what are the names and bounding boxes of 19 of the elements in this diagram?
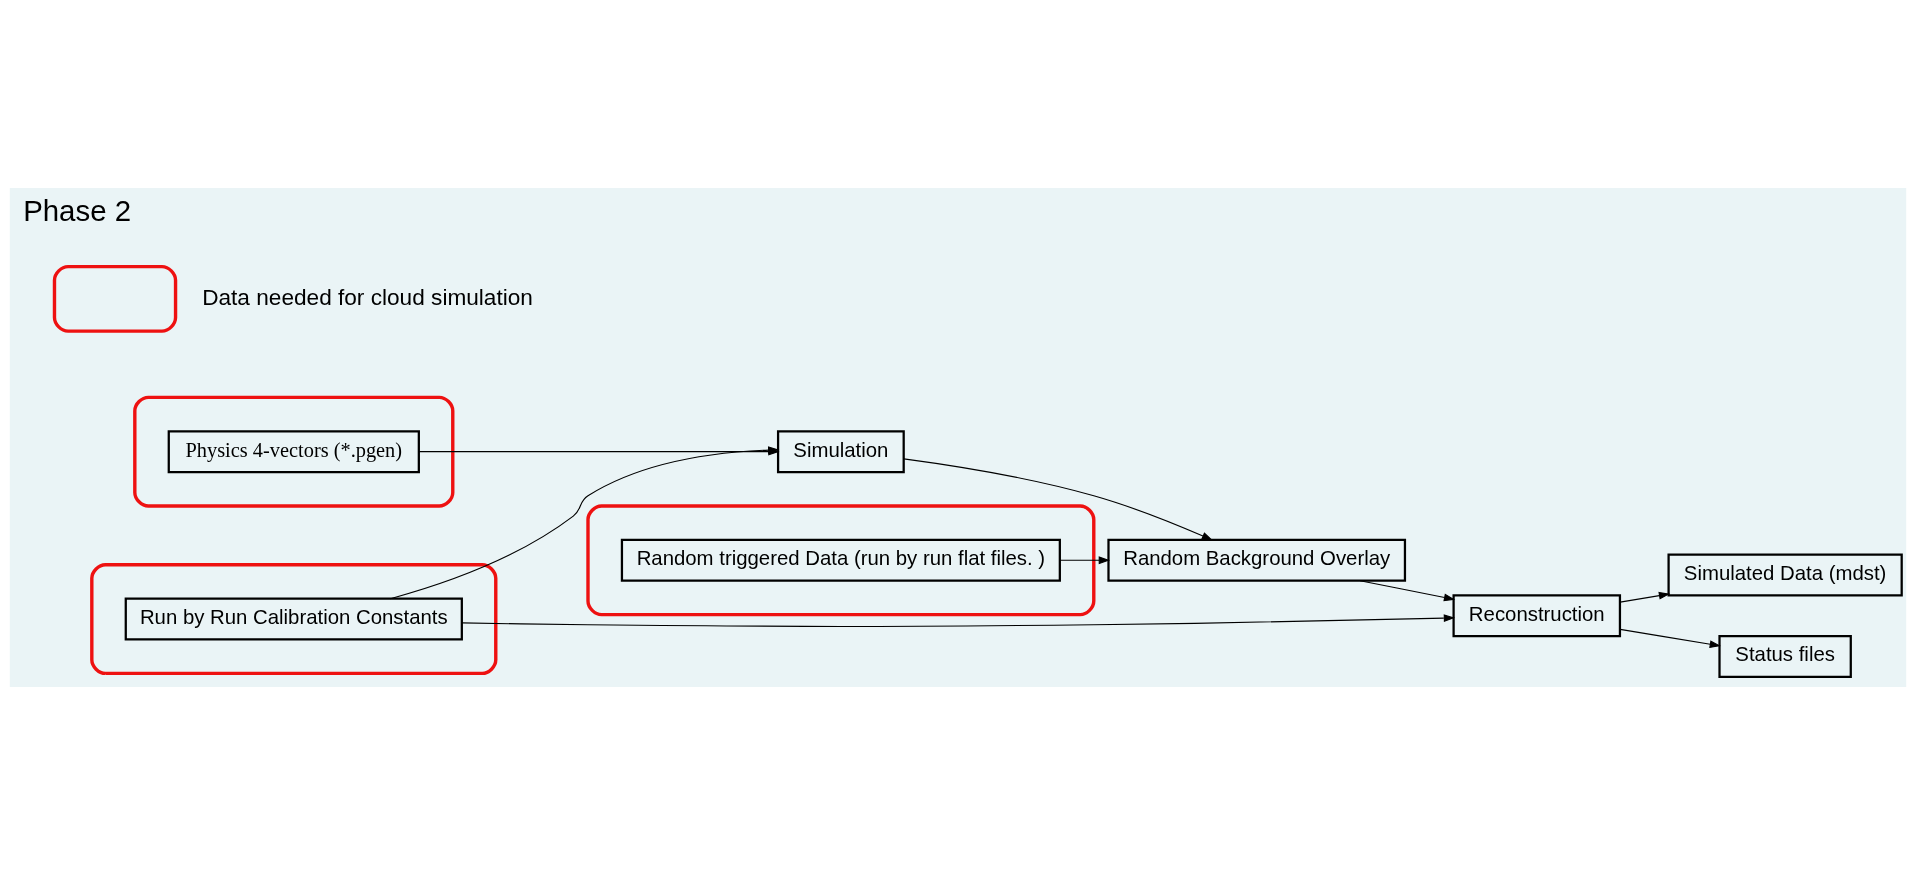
- legend-label: Data needed for cloud simulation: [202, 284, 533, 310]
- arrow: [1619, 591, 1671, 603]
- diagram-title: Phase 2: [23, 193, 132, 227]
- cluster: [133, 395, 455, 508]
- node-box: Reconstruction: [1452, 594, 1622, 638]
- node-box: Simulation: [776, 430, 905, 474]
- node-box: Physics 4-vectors (*.pgen): [167, 430, 420, 474]
- cluster: [90, 563, 498, 676]
- node-box: Random triggered Data (run by run flat files. ): [620, 538, 1061, 582]
- arrow: [903, 458, 1214, 541]
- node-box: Simulated Data (mdst): [1667, 553, 1903, 597]
- cluster: [586, 504, 1096, 617]
- arrow: [461, 614, 1456, 627]
- arrow: [1359, 580, 1456, 602]
- arrow: [1619, 628, 1721, 649]
- node-box: Random Background Overlay: [1107, 538, 1407, 582]
- node-box: Status files: [1718, 634, 1852, 678]
- node-box: Run by Run Calibration Constants: [124, 597, 463, 641]
- arrow: [1059, 556, 1110, 565]
